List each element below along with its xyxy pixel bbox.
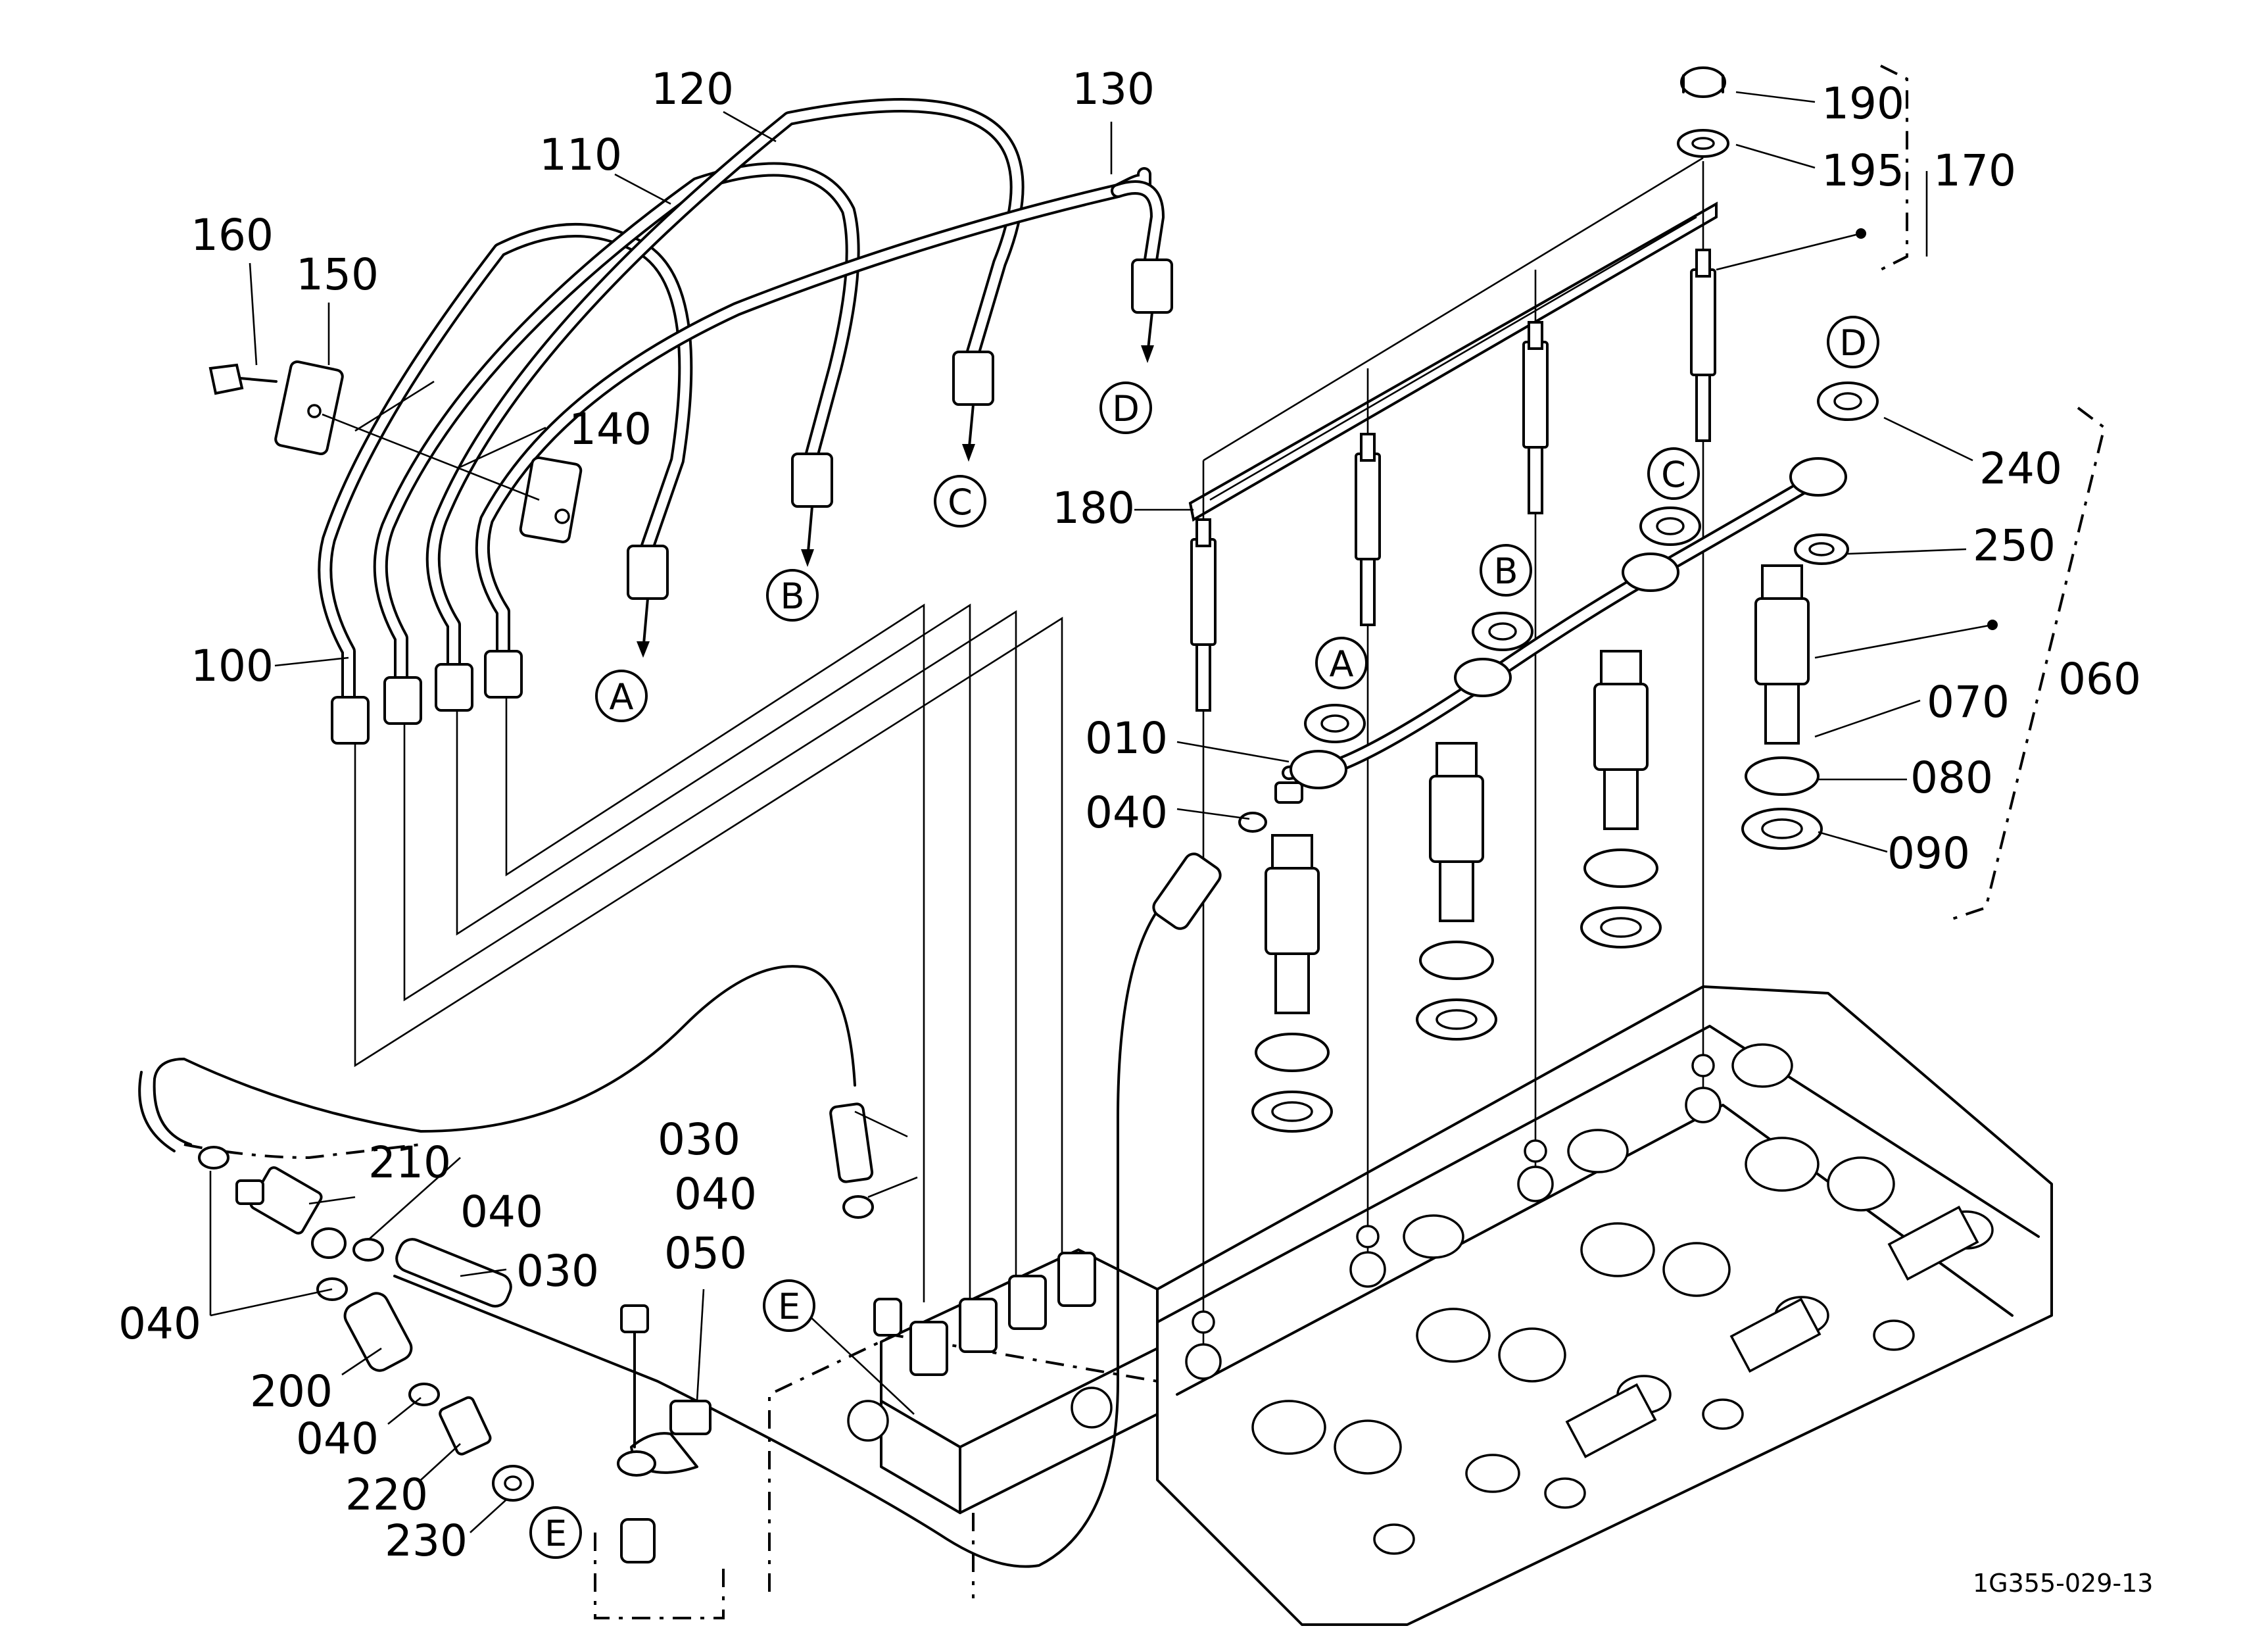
label-200: 200: [250, 1366, 333, 1417]
svg-text:E: E: [544, 1513, 567, 1554]
marker-c-right: C: [1647, 447, 1700, 500]
nozzle-2: [1416, 742, 1497, 1041]
delivery-valves: [873, 1252, 1096, 1376]
pipe-nuts-lower: [331, 650, 523, 745]
glow-plugs: [1190, 249, 1716, 712]
label-220: 220: [345, 1469, 428, 1520]
label-210: 210: [368, 1137, 451, 1188]
marker-e-left: E: [529, 1506, 582, 1559]
label-190: 190: [1822, 78, 1904, 129]
marker-a-left: A: [595, 670, 648, 722]
svg-text:A: A: [610, 676, 634, 718]
label-040-d: 040: [118, 1298, 201, 1349]
svg-text:B: B: [780, 576, 804, 617]
label-230: 230: [385, 1515, 468, 1566]
svg-text:E: E: [778, 1286, 800, 1327]
label-010: 010: [1085, 713, 1168, 764]
marker-c-left: C: [934, 475, 986, 528]
marker-b-left: B: [766, 569, 819, 622]
reference-arrows: [637, 311, 1154, 658]
banjo-bolt-220: [439, 1396, 534, 1502]
label-140: 140: [569, 404, 652, 455]
hose-200-left: [343, 1292, 413, 1372]
label-090: 090: [1887, 828, 1970, 879]
label-120: 120: [651, 64, 734, 114]
return-pipe-030: [393, 893, 1172, 1568]
pipe-clamp-050: [594, 1304, 725, 1619]
label-040-b: 040: [674, 1169, 757, 1219]
nut-190: [1680, 66, 1726, 98]
pipe-nuts-upper: [627, 258, 1173, 600]
eyelet-washers: [1304, 381, 1879, 743]
hose-030-b: [395, 1238, 512, 1308]
svg-text:B: B: [1493, 551, 1518, 592]
label-050: 050: [664, 1228, 747, 1279]
cylinder-head-ports: [1185, 1043, 1994, 1555]
label-180: 180: [1052, 483, 1135, 533]
group-brackets: [1880, 64, 2106, 922]
cylinder-head: [1156, 985, 2053, 1626]
label-195: 195: [1822, 145, 1904, 196]
label-070: 070: [1927, 677, 2010, 727]
nozzle-4: [1741, 564, 1823, 850]
label-040-c: 040: [460, 1187, 543, 1237]
return-pipe-guide-lines: [354, 603, 1063, 1302]
marker-e-pump: E: [763, 1279, 815, 1332]
label-080: 080: [1910, 752, 1993, 803]
pipe-clamp-140: [519, 456, 583, 543]
svg-text:A: A: [1330, 643, 1354, 685]
injection-pipes: [318, 98, 1173, 745]
nozzle-1: [1251, 834, 1333, 1133]
marker-a-right: A: [1315, 637, 1368, 689]
svg-text:C: C: [1661, 454, 1686, 495]
marker-d-left: D: [1099, 381, 1152, 434]
label-240: 240: [1979, 443, 2062, 494]
overflow-pipe-010: [1274, 457, 1847, 804]
injection-nozzles: [1251, 564, 1823, 1133]
pipe-clamp-assembly: [208, 360, 583, 543]
label-250: 250: [1973, 520, 2056, 571]
label-040-e: 040: [296, 1413, 379, 1464]
svg-text:C: C: [948, 481, 973, 523]
label-150: 150: [296, 249, 379, 300]
glow-plug-lead: [1188, 66, 1729, 1348]
marker-b-right: B: [1480, 544, 1532, 597]
hose-200: [1152, 852, 1222, 930]
joint-210: [235, 1166, 347, 1259]
leader-lines: [209, 91, 1998, 1533]
nozzle-3: [1580, 650, 1662, 948]
label-030-a: 030: [658, 1114, 740, 1165]
marker-d-right: D: [1827, 316, 1879, 368]
label-160: 160: [191, 210, 274, 260]
bolt-160: [208, 363, 244, 395]
hose-030-a: [829, 1102, 874, 1183]
svg-text:D: D: [1112, 388, 1140, 430]
label-040-a: 040: [1085, 787, 1168, 838]
label-100: 100: [191, 641, 274, 691]
label-060: 060: [2058, 654, 2141, 704]
svg-text:D: D: [1839, 322, 1867, 364]
figure-code: 1G355-029-13: [1973, 1569, 2153, 1598]
label-170: 170: [1933, 145, 2016, 196]
label-110: 110: [539, 130, 622, 180]
washer-080: [1745, 756, 1820, 796]
injection-pump: [768, 1248, 1159, 1598]
reference-markers: A B C D A B C D: [529, 316, 1879, 1559]
label-130: 130: [1072, 64, 1155, 114]
part-labels: 120 130 110 160 150 140 100 180 010 040 …: [118, 64, 2153, 1598]
label-030-b: 030: [516, 1246, 599, 1296]
